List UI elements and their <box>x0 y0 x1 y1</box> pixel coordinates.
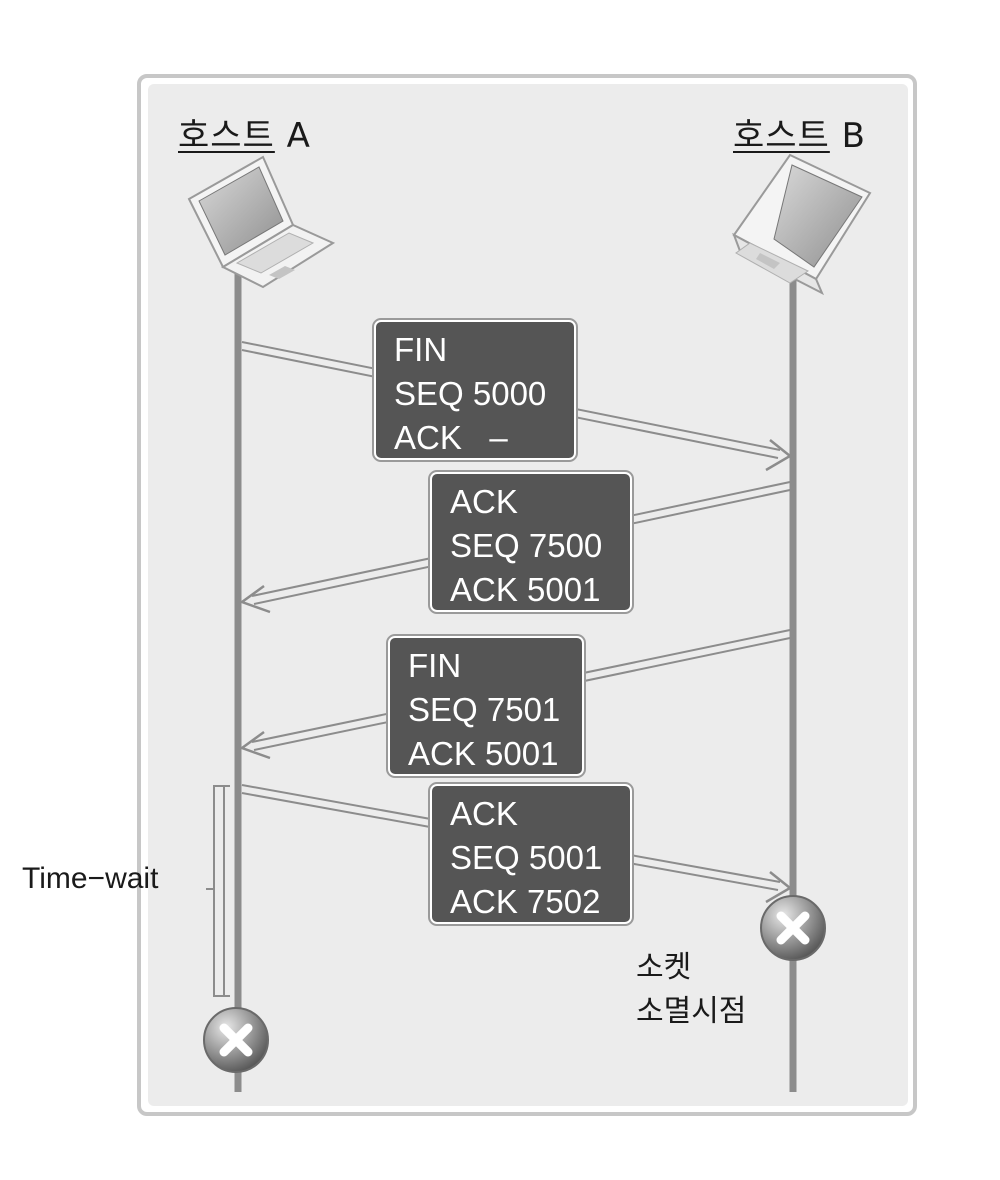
time-wait-label: Time−wait <box>22 862 158 896</box>
laptop-icon <box>734 155 870 293</box>
socket-close-label: 소켓 소멸시점 <box>636 946 746 1034</box>
message-flag: ACK <box>450 792 612 836</box>
message-seq: SEQ 7501 <box>408 688 564 732</box>
time-wait-bracket <box>206 786 230 996</box>
close-circle-icon <box>204 1008 268 1072</box>
message-seq: SEQ 5001 <box>450 836 612 880</box>
message-box-ack-1: ACK SEQ 7500 ACK 5001 <box>430 472 632 612</box>
message-ack: ACK 7502 <box>450 880 612 924</box>
message-ack: ACK – <box>394 416 556 460</box>
socket-close-line2: 소멸시점 <box>636 990 746 1034</box>
socket-close-line1: 소켓 <box>636 946 746 990</box>
message-seq: SEQ 7500 <box>450 524 612 568</box>
message-box-fin-1: FIN SEQ 5000 ACK – <box>374 320 576 460</box>
message-ack: ACK 5001 <box>450 568 612 612</box>
message-flag: FIN <box>394 328 556 372</box>
close-circle-icon <box>761 896 825 960</box>
laptop-icon <box>189 157 333 287</box>
message-flag: FIN <box>408 644 564 688</box>
message-seq: SEQ 5000 <box>394 372 556 416</box>
message-flag: ACK <box>450 480 612 524</box>
message-box-ack-2: ACK SEQ 5001 ACK 7502 <box>430 784 632 924</box>
message-ack: ACK 5001 <box>408 732 564 776</box>
message-box-fin-2: FIN SEQ 7501 ACK 5001 <box>388 636 584 776</box>
